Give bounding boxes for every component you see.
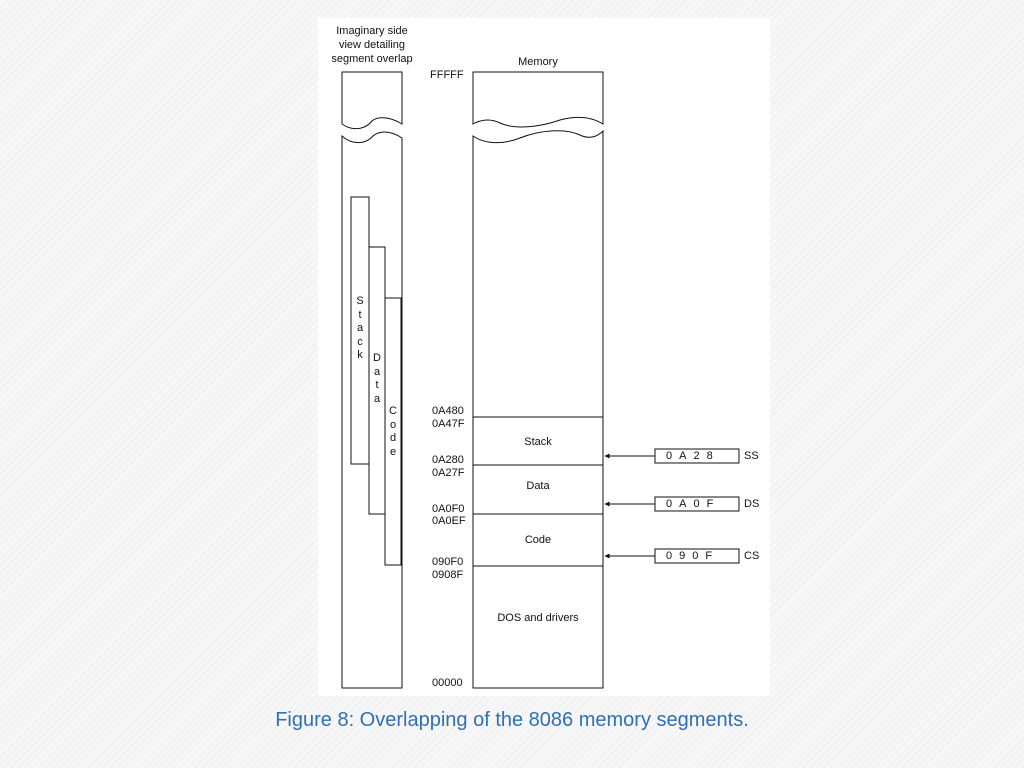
side-stack-letter: t [358, 308, 362, 321]
address-dos-end: 0908F [432, 569, 464, 581]
block-code-label: Code [524, 534, 552, 546]
address-top: FFFFF [430, 69, 464, 81]
address-stack-start: 0A280 [432, 454, 464, 466]
side-data-label: D a t a [371, 352, 383, 406]
ds-register-name: DS [744, 498, 760, 510]
side-stack-letter: c [357, 335, 363, 348]
side-view-column [341, 131, 403, 689]
block-data-label: Data [526, 480, 550, 492]
address-stack-end: 0A47F [432, 418, 465, 430]
side-stack-letter: S [356, 295, 364, 307]
side-code-letter: d [389, 432, 397, 444]
side-data-letter: D [373, 352, 381, 364]
address-code-end: 0A0EF [432, 515, 466, 527]
side-data-letter: a [373, 392, 381, 405]
address-data-end: 0A27F [432, 467, 465, 479]
block-dos-label: DOS and drivers [497, 612, 579, 624]
side-code-label: C o d e [387, 405, 399, 459]
cs-register-value: 090F [666, 550, 720, 562]
side-code-letter: o [389, 418, 397, 431]
figure-panel [318, 18, 770, 696]
side-data-letter: t [375, 379, 379, 391]
address-bottom: 00000 [432, 677, 463, 689]
side-code-segment [384, 297, 402, 566]
side-view-title-line-1: Imaginary side [336, 25, 408, 37]
block-stack-label: Stack [524, 436, 552, 448]
ss-register-value: 0A28 [666, 450, 720, 462]
address-code-start: 090F0 [432, 556, 464, 568]
side-stack-letter: a [356, 322, 364, 334]
side-stack-letter: k [357, 349, 363, 361]
side-stack-label: S t a c k [354, 295, 366, 363]
memory-top-piece [472, 71, 604, 128]
memory-title: Memory [518, 56, 558, 68]
side-data-letter: a [373, 365, 381, 378]
address-data-start: 0A0F0 [432, 503, 465, 515]
memory-column [472, 129, 604, 689]
ss-register-name: SS [744, 450, 759, 462]
side-view-title-line-2: view detailing [338, 39, 406, 51]
side-code-letter: e [389, 445, 397, 458]
side-view-title-line-3: segment overlap [331, 53, 413, 65]
ds-register-value: 0A0F [666, 498, 721, 510]
side-view-top-piece [341, 71, 403, 130]
cs-register-name: CS [744, 550, 760, 562]
figure-caption: Figure 8: Overlapping of the 8086 memory… [275, 709, 749, 731]
side-code-letter: C [389, 405, 397, 417]
address-stack-top: 0A480 [432, 405, 464, 417]
